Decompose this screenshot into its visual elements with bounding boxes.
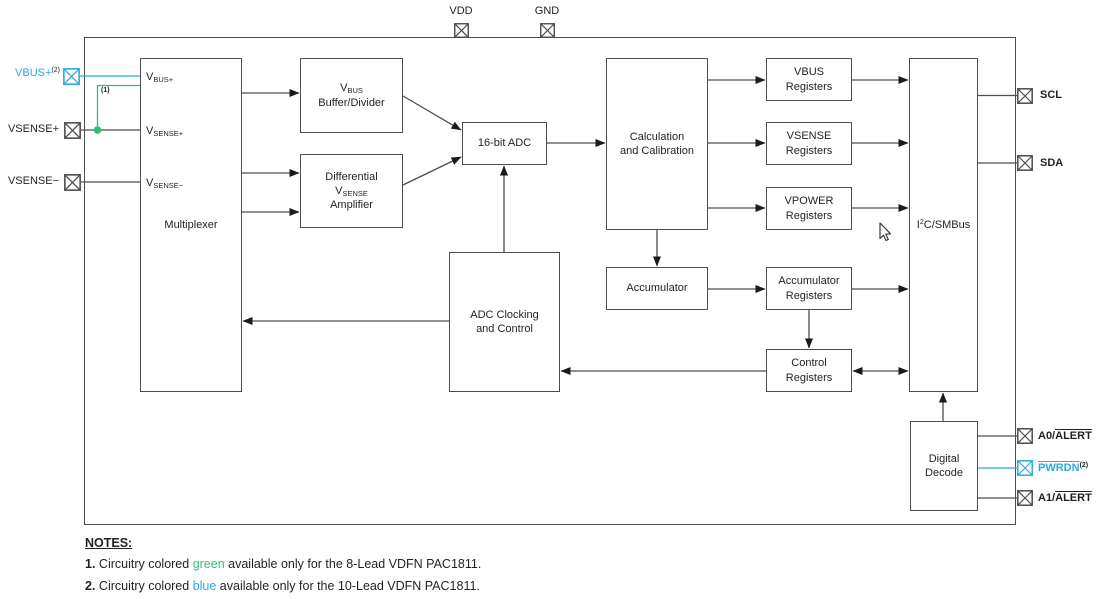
pin-vsense-minus [64, 173, 81, 196]
mux-input-vsense-minus: VSENSE− [146, 177, 184, 190]
pin-x-icon [63, 67, 80, 85]
pin-label-sda: SDA [1040, 156, 1064, 169]
pin-x-icon [1017, 155, 1033, 171]
block-multiplexer: Multiplexer VBUS+ VSENSE+ VSENSE− [140, 58, 242, 392]
pin-gnd [540, 23, 555, 43]
pin-x-icon [1017, 87, 1033, 104]
pin-label-gnd: GND [534, 5, 560, 17]
pin-sda [1017, 155, 1033, 176]
note-line-2: 2. Circuitry colored blue available only… [85, 579, 480, 593]
pin-x-icon [454, 23, 469, 38]
block-accumulator: Accumulator [606, 267, 708, 310]
pin-x-icon [64, 173, 81, 191]
mux-input-vbus: VBUS+ [146, 71, 174, 84]
pin-label-vsense-minus: VSENSE− [7, 175, 59, 187]
pin-label-vbus-plus: VBUS+(2) [15, 67, 60, 79]
mux-input-vsense-plus: VSENSE+ [146, 125, 184, 138]
multiplexer-label: Multiplexer [164, 218, 218, 231]
notes-section: NOTES: 1. Circuitry colored green availa… [85, 536, 481, 599]
pin-label-pwrdn: PWRDN(2) [1038, 461, 1089, 474]
pin-label-a1-alert: A1/ALERT [1038, 491, 1092, 504]
pin-x-icon [1017, 490, 1033, 506]
pin-a0-alert [1017, 428, 1033, 449]
pin-x-icon [1017, 460, 1033, 476]
pin-x-icon [64, 121, 81, 139]
pin-vdd [454, 23, 469, 43]
block-i2c-smbus: I2C/SMBus [909, 58, 978, 392]
pin-x-icon [540, 23, 555, 38]
note-line-1: 1. Circuitry colored green available onl… [85, 557, 482, 571]
pin-label-scl: SCL [1040, 89, 1062, 101]
notes-heading: NOTES: [85, 536, 133, 550]
pin-vbus-plus [63, 67, 80, 90]
pin-a1-alert [1017, 490, 1033, 511]
pin-label-vdd: VDD [449, 5, 473, 17]
pin-label-vsense-plus: VSENSE+ [7, 123, 59, 135]
pin-scl [1017, 87, 1033, 109]
pin-label-a0-alert: A0/ALERT [1038, 429, 1092, 442]
pin-x-icon [1017, 428, 1033, 444]
pin-pwrdn [1017, 460, 1033, 481]
block-16bit-adc: 16-bit ADC [462, 122, 547, 165]
annotation-note1-ref: (1) [101, 87, 110, 94]
pin-vsense-plus [64, 121, 81, 144]
